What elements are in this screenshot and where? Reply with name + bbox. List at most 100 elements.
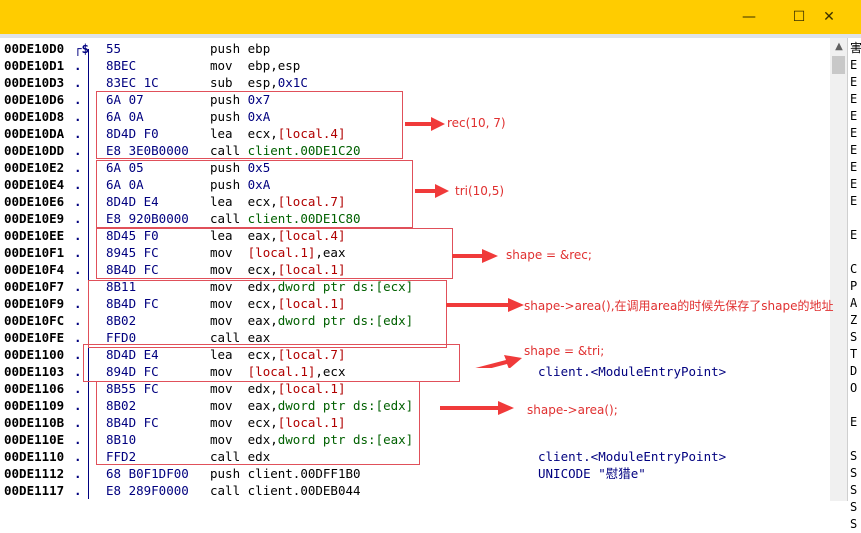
maximize-icon[interactable]: ☐ [792, 9, 806, 25]
register-label: S [850, 466, 858, 480]
operand: [local.1] [247, 245, 316, 260]
mnemonic: push [210, 466, 241, 481]
mnemonic: mov [210, 415, 233, 430]
operand: ecx, [247, 347, 278, 362]
register-label: T [850, 347, 858, 361]
instruction: mov eax,dword ptr ds:[edx] [210, 312, 413, 329]
registers-panel [847, 38, 861, 501]
vertical-scrollbar[interactable] [830, 38, 847, 501]
address: 00DE10F4 [4, 262, 65, 277]
address: 00DE110E [4, 432, 65, 447]
register-label: D [850, 364, 858, 378]
opcode-bytes: 8945 FC [106, 245, 159, 260]
flow-marker: . [74, 313, 82, 328]
register-label: E [850, 143, 858, 157]
operand: edx, [247, 279, 278, 294]
jump-gutter-line [88, 49, 89, 499]
mnemonic: sub [210, 75, 233, 90]
flow-marker: . [74, 126, 82, 141]
address: 00DE10D1 [4, 58, 65, 73]
note-shape-rec: shape = &rec; [506, 248, 592, 262]
opcode-bytes: E8 3E0B0000 [106, 143, 189, 158]
register-label: 害 [850, 41, 861, 55]
address: 00DE10E4 [4, 177, 65, 192]
mnemonic: lea [210, 228, 233, 243]
instruction: call client.00DE1C80 [210, 210, 361, 227]
mnemonic: mov [210, 364, 233, 379]
scroll-thumb[interactable] [832, 56, 845, 74]
address: 00DE10DA [4, 126, 65, 141]
flow-marker: . [74, 211, 82, 226]
operand: dword ptr ds:[ecx] [277, 279, 414, 294]
operand: dword ptr ds:[eax] [277, 432, 414, 447]
note-rec: rec(10, 7) [447, 116, 506, 130]
address: 00DE1112 [4, 466, 65, 481]
operand: edx, [247, 432, 278, 447]
address: 00DE10E9 [4, 211, 65, 226]
operand: [local.1] [247, 364, 316, 379]
mnemonic: push [210, 109, 241, 124]
opcode-bytes: 8B4D FC [106, 262, 159, 277]
mnemonic: push [210, 92, 241, 107]
close-icon[interactable]: ✕ [823, 9, 835, 25]
address: 00DE1110 [4, 449, 65, 464]
register-label: E [850, 228, 858, 242]
operand: 0x5 [247, 160, 271, 175]
opcode-bytes: 6A 05 [106, 160, 144, 175]
mnemonic: lea [210, 126, 233, 141]
address: 00DE10E6 [4, 194, 65, 209]
opcode-bytes: 8B02 [106, 313, 137, 328]
instruction: mov edx,dword ptr ds:[ecx] [210, 278, 413, 295]
flow-marker: . [74, 75, 82, 90]
instruction: sub esp,0x1C [210, 74, 308, 91]
address: 00DE10FC [4, 313, 65, 328]
operand: client.00DEB044 [247, 483, 361, 498]
opcode-bytes: 8D4D E4 [106, 347, 159, 362]
box-rec [96, 91, 403, 159]
mnemonic: mov [210, 296, 233, 311]
instruction: push 0x7 [210, 91, 270, 108]
operand: [local.7] [277, 347, 346, 362]
mnemonic: mov [210, 279, 233, 294]
operand: ebp,esp [247, 58, 301, 73]
disasm-row[interactable]: 00DE10FC. 8B02 mov eax,dword ptr ds:[edx] [0, 312, 830, 329]
address: 00DE1106 [4, 381, 65, 396]
opcode-bytes: 8B4D FC [106, 415, 159, 430]
minimize-icon[interactable]: — [742, 9, 756, 25]
scroll-up-icon[interactable]: ▲ [835, 41, 843, 52]
arrow-rec [405, 117, 445, 131]
instruction: call client.00DEB044 [210, 482, 361, 499]
opcode-bytes: 83EC 1C [106, 75, 159, 90]
instruction: mov [local.1],eax [210, 244, 345, 261]
opcode-bytes: 8D4D F0 [106, 126, 159, 141]
mnemonic: mov [210, 398, 233, 413]
instruction: lea ecx,[local.7] [210, 193, 345, 210]
